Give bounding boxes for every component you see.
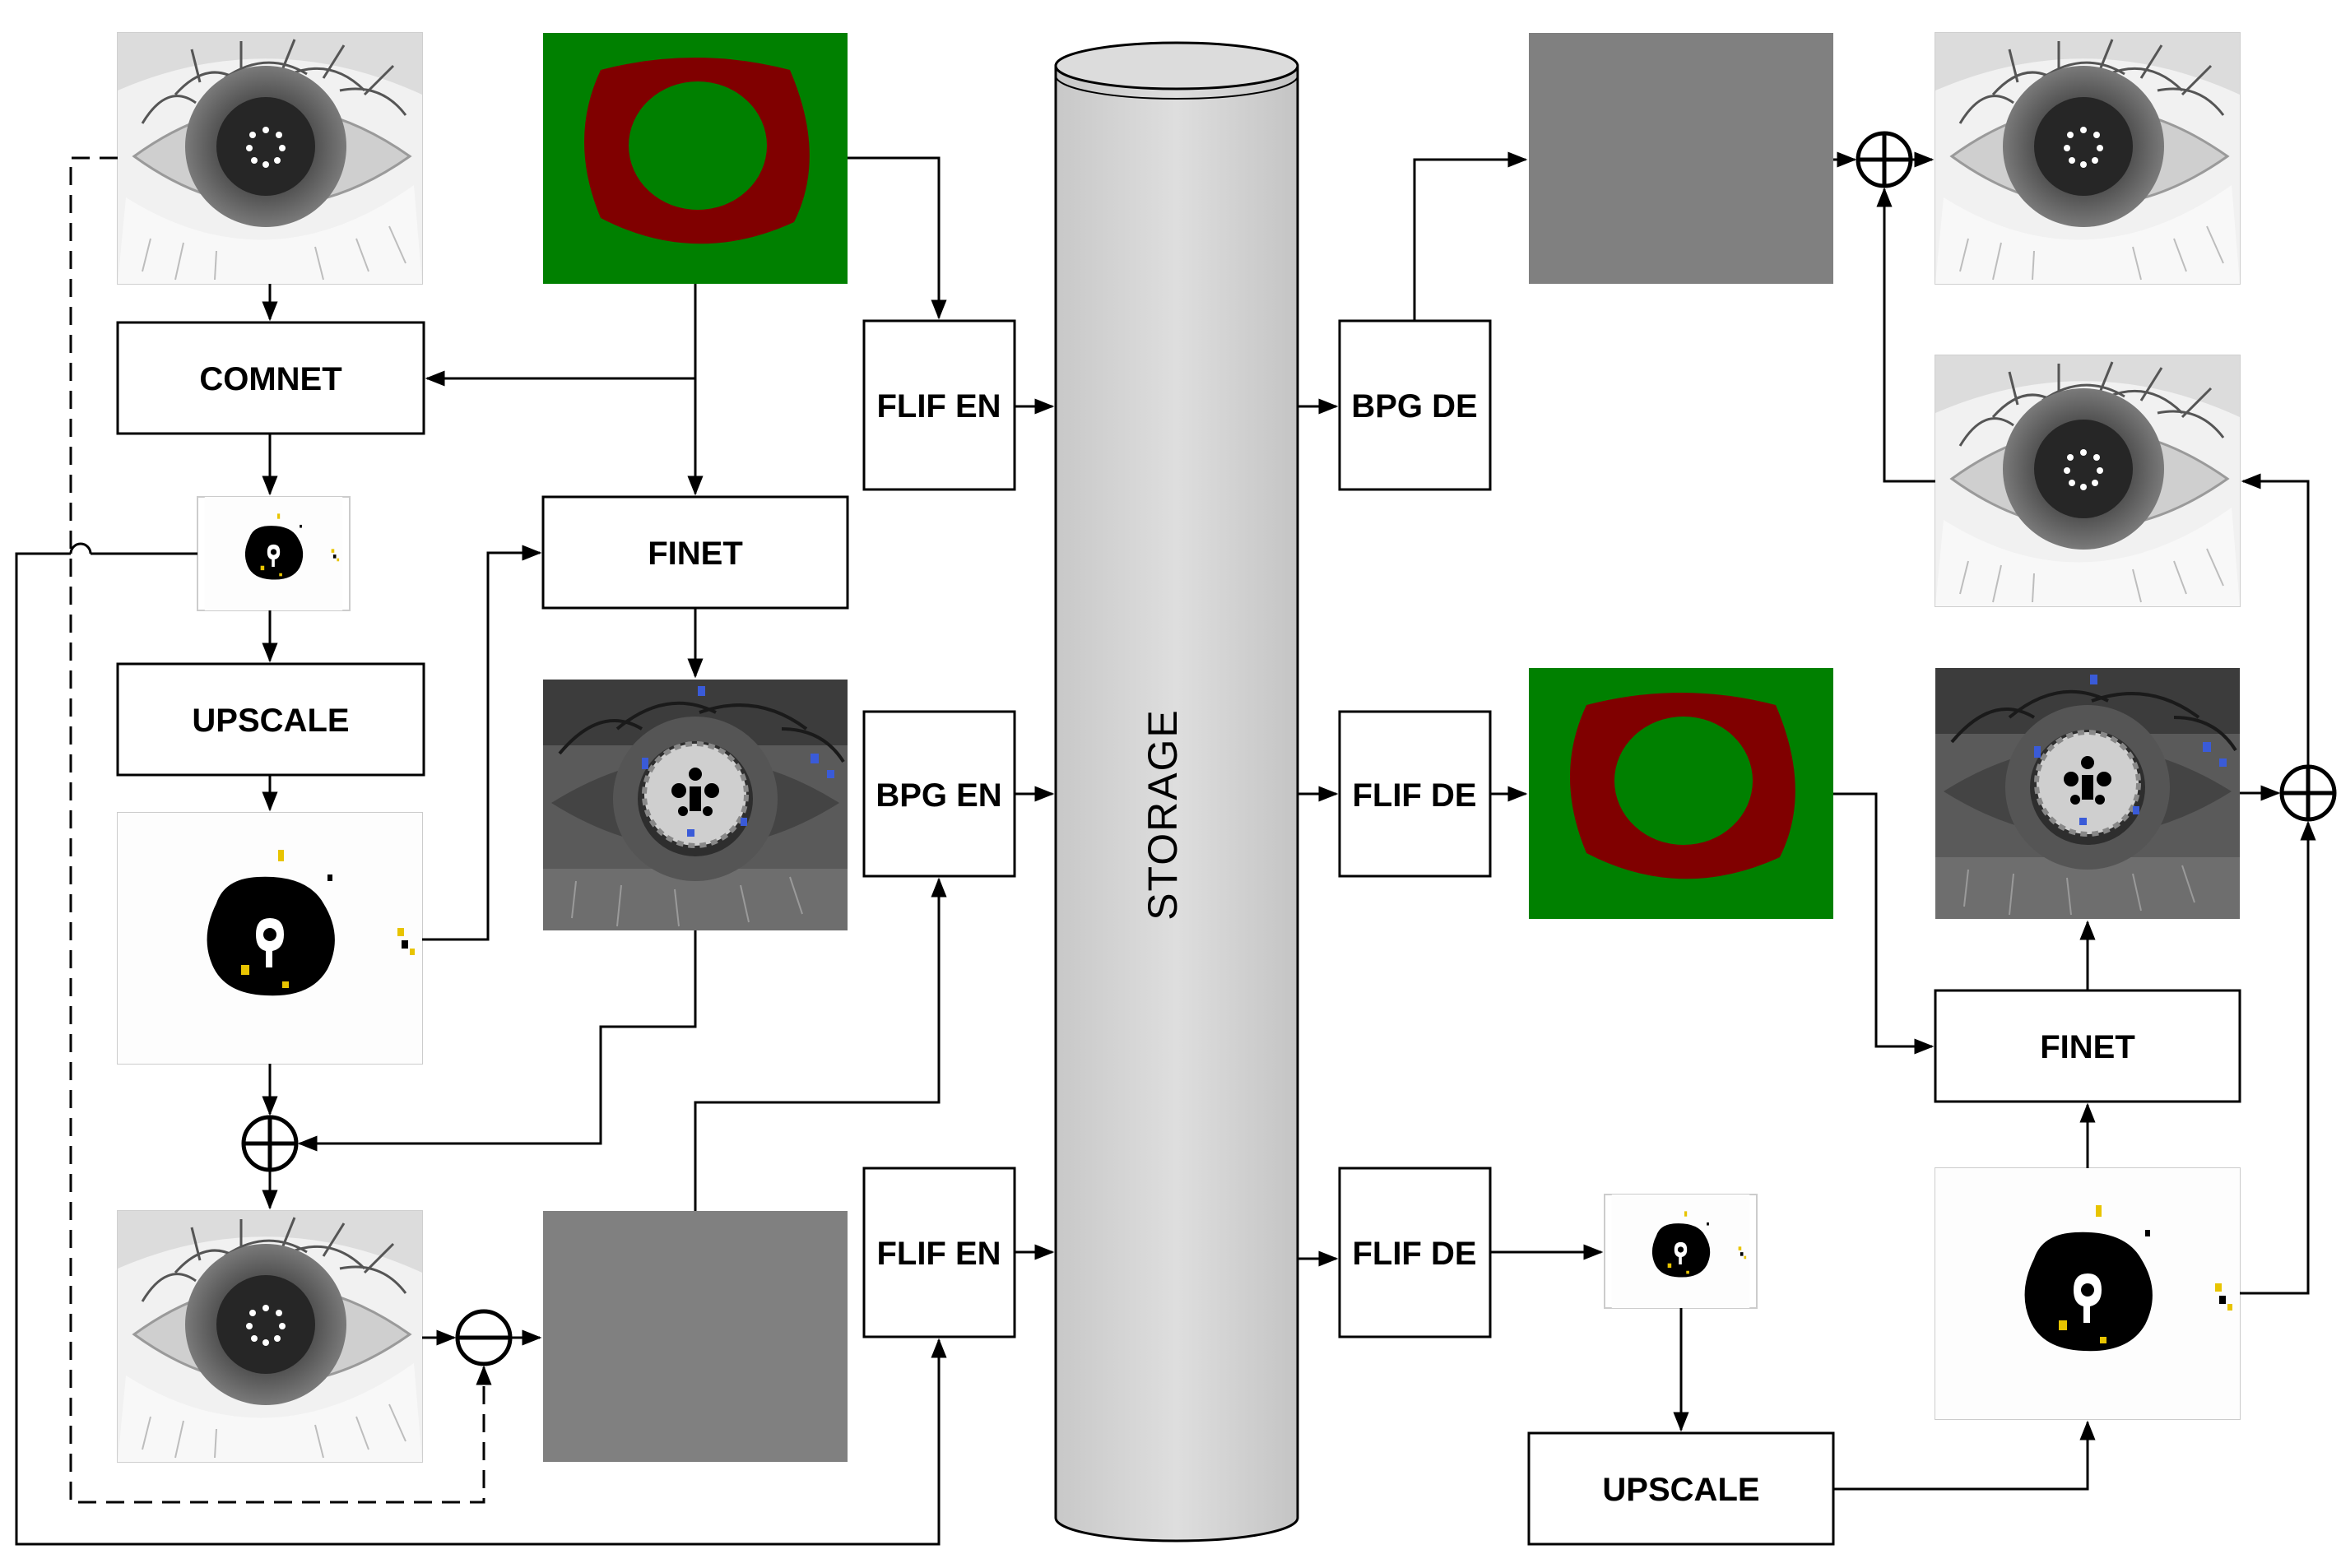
bpg-de-block: BPG DE — [1338, 319, 1492, 491]
decoded-residual-image — [1529, 33, 1833, 284]
flif-de-bottom-label: FLIF DE — [1352, 1236, 1476, 1272]
decoder-finet-output-image — [1935, 668, 2240, 919]
finet-block: FINET — [541, 495, 849, 610]
encoder-sum-operator — [241, 1115, 299, 1172]
decoder-upscaled-mask-image — [1935, 1167, 2241, 1420]
decoder-finet-block: FINET — [1934, 989, 2241, 1103]
segmentation-mask-image — [543, 33, 848, 284]
flif-en-bottom-block: FLIF EN — [862, 1167, 1016, 1338]
finet-output-image — [543, 680, 848, 930]
low-res-mask-image — [197, 496, 351, 611]
flif-en-top-block: FLIF EN — [862, 319, 1016, 491]
connectors — [15, 151, 2316, 1546]
upscaled-mask-image — [117, 812, 423, 1065]
bpg-en-label: BPG EN — [876, 777, 1001, 814]
flif-en-top-label: FLIF EN — [876, 388, 1001, 424]
encoder-difference-operator — [455, 1309, 513, 1366]
decoded-low-res-mask-image — [1604, 1194, 1758, 1309]
residual-image — [543, 1211, 848, 1462]
comnet-block: COMNET — [116, 321, 425, 435]
reconstructed-eye-image — [1935, 32, 2241, 285]
storage-label: STORAGE — [1140, 708, 1186, 921]
decoder-finet-label: FINET — [2040, 1029, 2135, 1065]
bpg-en-block: BPG EN — [862, 710, 1016, 878]
decoded-mask-image — [1529, 668, 1833, 919]
bpg-de-label: BPG DE — [1351, 388, 1477, 424]
predicted-eye-image — [1935, 355, 2241, 607]
upscale-block: UPSCALE — [116, 662, 425, 777]
flif-de-bottom-block: FLIF DE — [1338, 1167, 1492, 1338]
decoder-upscale-label: UPSCALE — [1602, 1472, 1759, 1508]
decoder-sum-operator-top — [1856, 131, 1913, 188]
decoder-upscale-block: UPSCALE — [1527, 1431, 1835, 1546]
flif-en-bottom-label: FLIF EN — [876, 1236, 1001, 1272]
comnet-label: COMNET — [199, 361, 341, 397]
flif-de-middle-label: FLIF DE — [1352, 777, 1476, 814]
finet-label: FINET — [648, 536, 743, 572]
decoder-sum-operator-right — [2279, 764, 2337, 822]
input-eye-image — [117, 32, 423, 285]
storage-cylinder: STORAGE — [1054, 41, 1299, 1542]
input-eye-image-copy — [117, 1210, 423, 1463]
flif-de-middle-block: FLIF DE — [1338, 710, 1492, 878]
upscale-label: UPSCALE — [192, 703, 349, 739]
